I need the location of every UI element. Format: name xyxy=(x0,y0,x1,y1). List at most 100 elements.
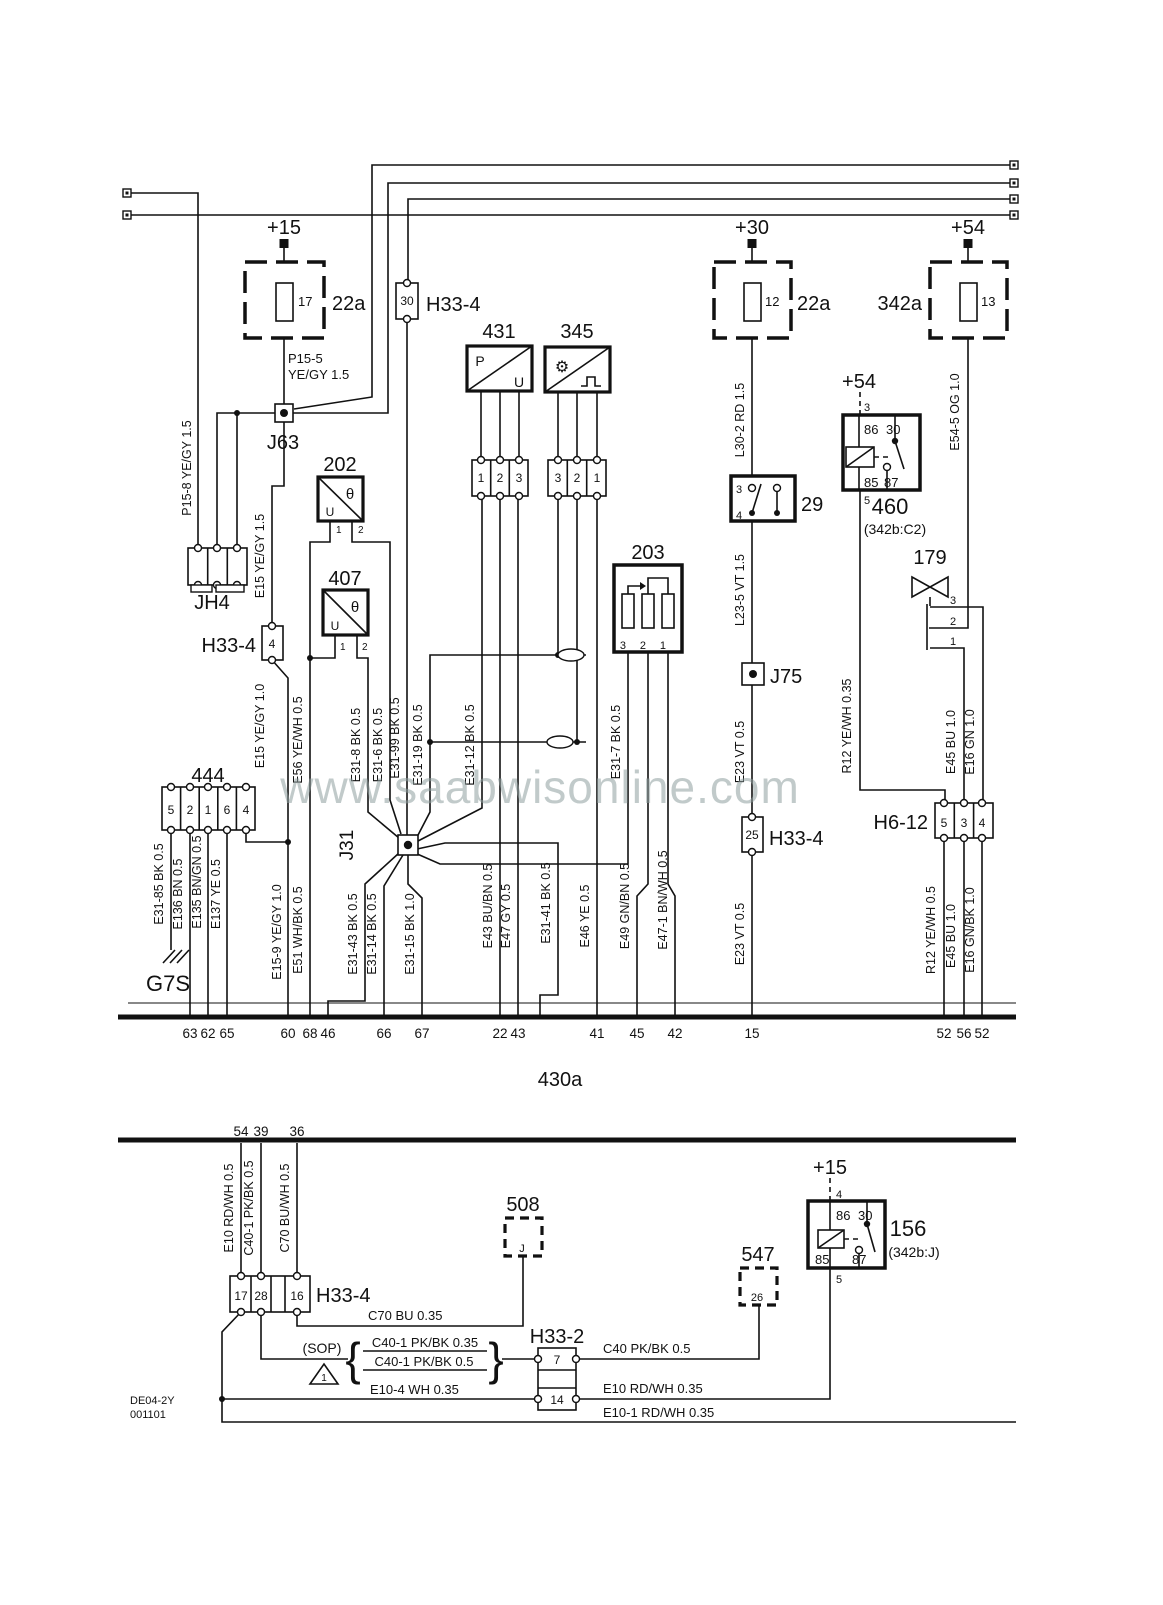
supply-bus-lines xyxy=(131,164,1010,548)
pin-444-2: 2 xyxy=(187,803,194,817)
junction-j63 xyxy=(274,403,294,423)
brace-right: } xyxy=(488,1333,503,1385)
symbol-theta-407: θ xyxy=(351,599,359,616)
component-345-label: 345 xyxy=(560,321,593,343)
symbol-theta-202: θ xyxy=(346,486,354,503)
wire-label: L30-2 RD 1.5 xyxy=(733,383,747,457)
pin-460-85: 85 xyxy=(864,475,878,490)
relay-460 xyxy=(841,413,922,492)
ground-g7s-icon xyxy=(162,949,190,964)
bus-tick: 45 xyxy=(629,1026,644,1041)
bus-tick: 46 xyxy=(320,1026,335,1041)
wire-label-c40: C40 PK/BK 0.5 xyxy=(603,1341,690,1356)
wire-label: C40-1 PK/BK 0.5 xyxy=(242,1160,256,1255)
wire-labels-vertical: P15-8 YE/GY 1.5 E15 YE/GY 1.5 E15 YE/GY … xyxy=(152,373,977,1255)
potentiometer-arrow-icon xyxy=(640,582,646,590)
inline-splice-icon xyxy=(546,735,574,749)
connector-h33-4-bottom-label: H33-4 xyxy=(316,1285,370,1307)
bus-tick: 15 xyxy=(744,1026,759,1041)
symbol-u-202: U xyxy=(326,505,335,519)
wire-label: E31-6 BK 0.5 xyxy=(371,708,385,782)
pin-14: 14 xyxy=(550,1393,564,1407)
pin-156-5: 5 xyxy=(836,1274,842,1286)
watermark: www.saabwisonline.com xyxy=(279,761,800,813)
pin-444-1: 1 xyxy=(205,803,212,817)
wire-label: E31-19 BK 0.5 xyxy=(411,704,425,785)
pin-203-2: 2 xyxy=(640,640,646,652)
supply-label-15-relay: +15 xyxy=(813,1157,847,1179)
junction-j31-label: J31 xyxy=(337,830,358,861)
pulse-icon xyxy=(581,376,601,387)
component-547-label: 547 xyxy=(741,1244,774,1266)
connector-444-label: 444 xyxy=(191,765,224,787)
pin-460-86: 86 xyxy=(864,422,878,437)
connector-444 xyxy=(161,782,256,835)
ground-g7s-label: G7S xyxy=(146,971,190,996)
pin-202-1: 1 xyxy=(336,525,342,536)
wire-label: E31-99 BK 0.5 xyxy=(388,697,402,778)
bus-tick: 54 xyxy=(233,1124,249,1139)
component-203-box xyxy=(612,563,684,654)
symbol-u: U xyxy=(514,374,524,390)
wire-label: E31-41 BK 0.5 xyxy=(539,862,553,943)
pin-444-5: 5 xyxy=(168,803,175,817)
pin-460-87: 87 xyxy=(884,475,898,490)
component-407-box xyxy=(321,588,370,637)
bus-tick: 39 xyxy=(253,1124,268,1139)
wire-label: E31-15 BK 1.0 xyxy=(403,893,417,974)
wire-label: E31-43 BK 0.5 xyxy=(346,893,360,974)
fuse-22a-left xyxy=(243,260,326,340)
j31-ground-wires xyxy=(327,652,676,1015)
bus-terminal-numbers: 63 62 65 60 68 46 66 67 22 43 41 45 42 1… xyxy=(182,1026,989,1139)
pin-547-26: 26 xyxy=(751,1292,763,1304)
component-508-label: 508 xyxy=(506,1194,539,1216)
wire-p15-5-line2: YE/GY 1.5 xyxy=(288,367,349,382)
wire-label: E15 YE/GY 1.0 xyxy=(253,684,267,768)
component-431-label: 431 xyxy=(482,321,515,343)
wire-label: E136 BN 0.5 xyxy=(171,859,185,930)
pin-460-5: 5 xyxy=(864,495,870,507)
component-203-label: 203 xyxy=(631,542,664,564)
triangle-note-1: 1 xyxy=(321,1373,327,1384)
junction-dot xyxy=(219,1396,225,1402)
wire-label: E45 BU 1.0 xyxy=(944,710,958,774)
pin-407-2: 2 xyxy=(362,642,368,653)
wire-label: L23-5 VT 1.5 xyxy=(733,554,747,626)
bus-tick: 36 xyxy=(289,1124,304,1139)
wire-label: E137 YE 0.5 xyxy=(209,859,223,929)
pin-407-1: 1 xyxy=(340,642,346,653)
pin-156-30: 30 xyxy=(858,1208,872,1223)
wire-label: R12 YE/WH 0.5 xyxy=(924,886,938,974)
plus15-terminal-icon xyxy=(279,239,289,248)
connector-345-pins xyxy=(547,455,607,501)
pin-202-2: 2 xyxy=(358,525,364,536)
fuse-22a-right-pin: 12 xyxy=(765,294,779,309)
bus-tick: 43 xyxy=(510,1026,525,1041)
pin-203-1: 1 xyxy=(660,640,666,652)
wire-label: E31-8 BK 0.5 xyxy=(349,708,363,782)
pin-29-3: 3 xyxy=(736,484,742,496)
inline-splice-icon xyxy=(557,648,585,662)
wire-label: C70 BU/WH 0.5 xyxy=(278,1163,292,1252)
fuse-22a-right xyxy=(712,260,793,340)
fuse-342a-label: 342a xyxy=(878,293,923,315)
switch-29-label: 29 xyxy=(801,494,823,516)
pin-7: 7 xyxy=(554,1353,561,1367)
component-547-box xyxy=(738,1266,779,1307)
bus-tick: 68 xyxy=(302,1026,317,1041)
wire-label: E31-12 BK 0.5 xyxy=(463,704,477,785)
component-202-label: 202 xyxy=(323,454,356,476)
connector-h33-4-bottom xyxy=(229,1271,311,1317)
switch-29 xyxy=(729,474,797,523)
connector-431-pins xyxy=(471,455,529,501)
connector-jh4 xyxy=(187,543,248,593)
wire-label: E15-9 YE/GY 1.0 xyxy=(270,884,284,979)
pin-4: 4 xyxy=(269,637,276,651)
relay-460-label: 460 xyxy=(872,494,909,519)
bus-terminal-icons xyxy=(122,160,1019,220)
pin-444-4: 4 xyxy=(243,803,250,817)
wire-label: E51 WH/BK 0.5 xyxy=(291,886,305,974)
supply-label-54-relay: +54 xyxy=(842,371,876,393)
junction-j63-label: J63 xyxy=(267,432,299,454)
